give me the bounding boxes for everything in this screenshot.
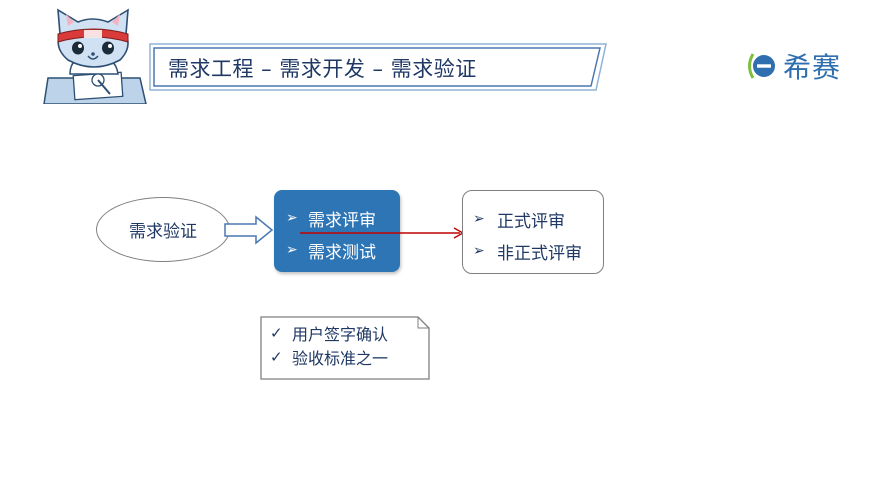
page-title: 需求工程 – 需求开发 – 需求验证 <box>168 57 477 81</box>
note-line-acceptance: ✓ 验收标准之一 <box>270 345 388 369</box>
requirement-validation-label: 需求验证 <box>129 222 197 242</box>
chevron-right-icon: ➢ <box>473 243 485 259</box>
activity-item-test: ➢ 需求测试 <box>286 234 400 266</box>
checkmark-icon: ✓ <box>270 324 283 342</box>
note-label: 验收标准之一 <box>292 349 389 368</box>
chevron-right-icon: ➢ <box>286 210 298 226</box>
brand-logo: 希赛 <box>745 46 841 86</box>
note-shape <box>260 316 430 380</box>
title-banner <box>149 43 607 91</box>
checkmark-icon: ✓ <box>270 348 283 366</box>
review-item-formal: ➢ 正式评审 <box>473 203 603 235</box>
activity-item-review: ➢ 需求评审 <box>286 202 400 234</box>
note-content: ✓ 用户签字确认 ✓ 验收标准之一 <box>270 321 388 369</box>
review-label: 正式评审 <box>497 211 565 232</box>
note-line-signoff: ✓ 用户签字确认 <box>270 321 388 345</box>
note-label: 用户签字确认 <box>292 325 389 344</box>
review-item-informal: ➢ 非正式评审 <box>473 235 603 267</box>
brand-name: 希赛 <box>783 51 842 84</box>
chevron-right-icon: ➢ <box>473 211 485 227</box>
activity-label: 需求评审 <box>308 210 376 231</box>
e-circle-icon <box>748 53 775 79</box>
chevron-right-icon: ➢ <box>286 242 298 258</box>
validation-activities-box: ➢ 需求评审 ➢ 需求测试 <box>274 190 400 272</box>
requirement-validation-node: 需求验证 <box>96 197 230 262</box>
activity-label: 需求测试 <box>308 242 376 263</box>
hollow-arrow-icon <box>224 215 274 245</box>
review-connector-arrow <box>300 227 465 239</box>
mascot-cat-illustration <box>43 8 147 104</box>
review-label: 非正式评审 <box>497 243 582 264</box>
review-types-box: ➢ 正式评审 ➢ 非正式评审 <box>462 190 604 274</box>
